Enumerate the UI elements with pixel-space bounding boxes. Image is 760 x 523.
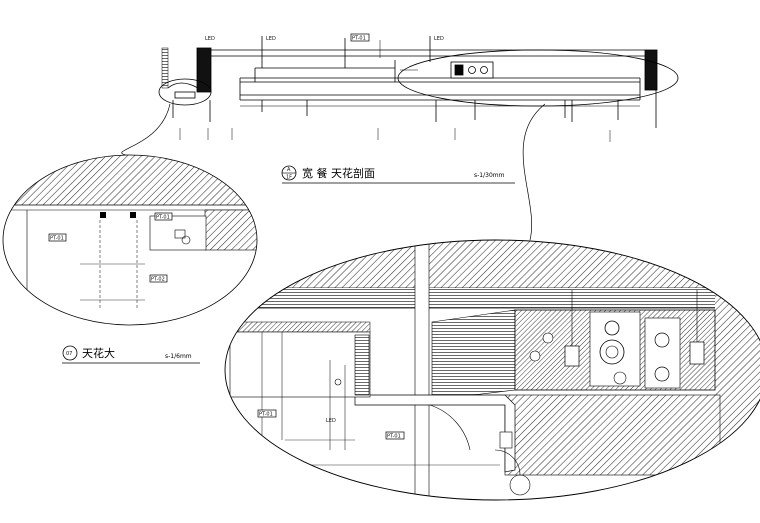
right-wall bbox=[644, 49, 658, 91]
detail-small-badge-text: 07 bbox=[66, 351, 72, 357]
large-tag-1: PT-01 bbox=[259, 412, 273, 418]
section-title-block: A 1F 宽 餐 天花剖面 s-1/30mm bbox=[281, 165, 515, 184]
pt-tag-top: PT-01 bbox=[352, 36, 366, 42]
large-led-label: LED bbox=[326, 418, 336, 424]
detail-small-title: 天花大 bbox=[82, 346, 115, 360]
section-badge-top: A bbox=[287, 167, 291, 173]
left-wall bbox=[196, 47, 212, 93]
small-tag-1: PT-01 bbox=[50, 236, 64, 242]
led-label-2: LED bbox=[266, 36, 276, 42]
top-labels: LED LED PT-01 LED bbox=[205, 33, 444, 42]
leader-curve-small bbox=[121, 103, 171, 157]
large-tag-2: PT-01 bbox=[387, 434, 401, 440]
callout-ellipse-right bbox=[397, 49, 679, 107]
top-section bbox=[158, 36, 679, 142]
detail-small-badge bbox=[62, 345, 78, 361]
small-tag-3: PT-02 bbox=[151, 277, 165, 283]
detail-large bbox=[225, 240, 760, 500]
detail-small bbox=[3, 155, 257, 325]
detail-large-labels: PT-01 LED PT-01 bbox=[257, 409, 405, 440]
detail-small-scale: s-1/6mm bbox=[165, 353, 192, 360]
section-title: 宽 餐 天花剖面 bbox=[302, 166, 375, 180]
led-label-1: LED bbox=[205, 36, 215, 42]
section-scale: s-1/30mm bbox=[474, 172, 505, 179]
small-tag-2: PT-01 bbox=[156, 215, 170, 221]
leader-curve-large bbox=[522, 103, 546, 241]
section-badge-bottom: 1F bbox=[286, 175, 292, 181]
detail-small-labels: PT-01 PT-01 PT-02 bbox=[48, 212, 173, 283]
detail-small-title-block: 07 天花大 s-1/6mm bbox=[62, 345, 200, 364]
callout-ellipse-left bbox=[158, 78, 212, 106]
detail-large-outline bbox=[224, 239, 760, 501]
led-label-3: LED bbox=[434, 36, 444, 42]
